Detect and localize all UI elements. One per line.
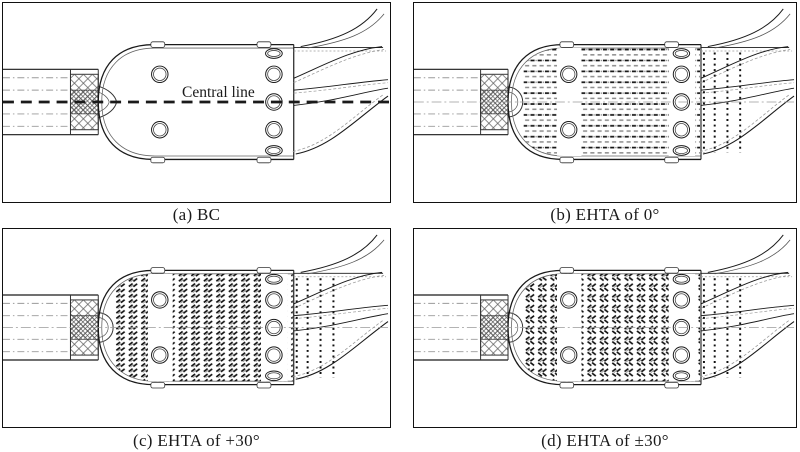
caption-b: (b) EHTA of 0° [550,205,660,224]
panel-c [2,228,391,428]
schematic-drawing-bc [3,3,390,202]
caption-a: (a) BC [172,205,221,224]
caption-c: (c) EHTA of +30° [133,431,260,450]
panel-a: Central line [2,2,391,203]
panel-d [413,228,797,428]
panel-b [413,2,797,203]
schematic-drawing-ehta-pm30 [414,229,796,427]
central-line-label: Central line [182,84,255,101]
schematic-drawing-ehta-0 [414,3,796,202]
schematic-drawing-ehta-plus30 [3,229,390,427]
caption-d: (d) EHTA of ±30° [541,431,669,450]
